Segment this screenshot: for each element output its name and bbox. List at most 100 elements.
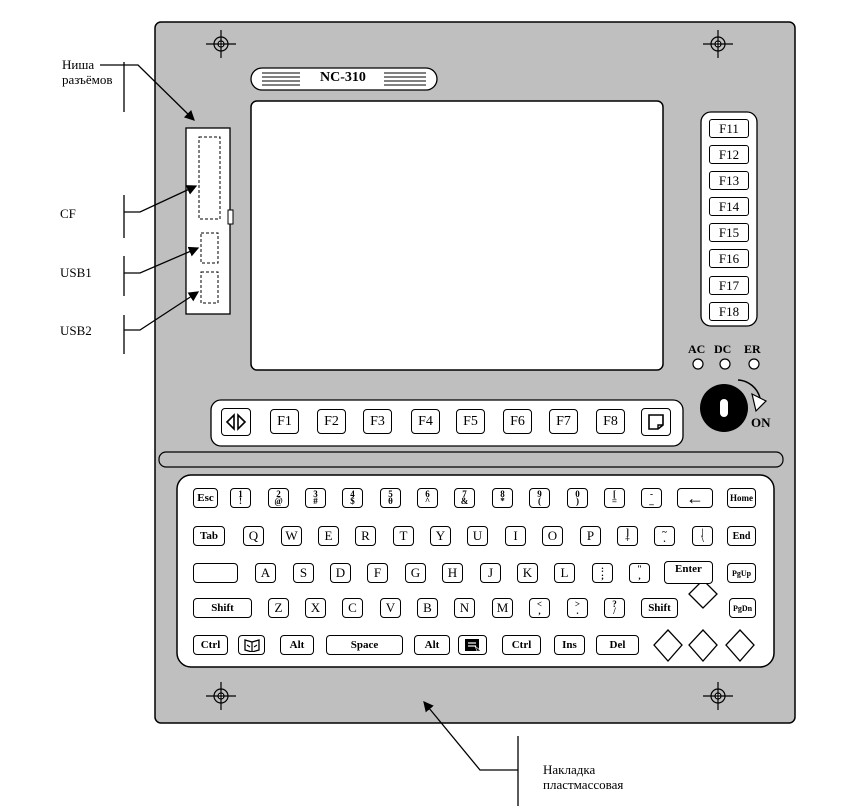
key-ins[interactable]: Ins bbox=[554, 635, 585, 655]
callout-cf: CF bbox=[60, 206, 76, 221]
key-backspace[interactable]: ← bbox=[677, 488, 713, 508]
indicator-ac-label: AC bbox=[688, 342, 706, 356]
key-pgup[interactable]: PgUp bbox=[727, 563, 756, 583]
key-blank-left[interactable] bbox=[193, 563, 238, 583]
split-screen-key[interactable] bbox=[221, 408, 251, 436]
key-q[interactable]: Q bbox=[243, 526, 264, 546]
split-icon bbox=[225, 413, 247, 431]
f11-key[interactable]: F11 bbox=[709, 119, 749, 138]
key-tab[interactable]: Tab bbox=[193, 526, 225, 546]
key-4[interactable]: 4$ bbox=[342, 488, 363, 508]
f6-key[interactable]: F6 bbox=[503, 409, 532, 434]
key-k[interactable]: K bbox=[517, 563, 538, 583]
key-enter[interactable]: Enter bbox=[664, 561, 713, 584]
f15-key[interactable]: F15 bbox=[709, 223, 749, 242]
arrow-down-key bbox=[688, 629, 718, 662]
right-key-frame bbox=[700, 111, 758, 327]
key-alt-left[interactable]: Alt bbox=[280, 635, 314, 655]
f8-key[interactable]: F8 bbox=[596, 409, 625, 434]
key-h[interactable]: H bbox=[442, 563, 463, 583]
key-home[interactable]: Home bbox=[727, 488, 756, 508]
power-on-label: ON bbox=[751, 415, 771, 430]
f1-key[interactable]: F1 bbox=[270, 409, 299, 434]
key-g[interactable]: G bbox=[405, 563, 426, 583]
key-p[interactable]: P bbox=[580, 526, 601, 546]
key-b[interactable]: B bbox=[417, 598, 438, 618]
key-tilde[interactable]: ~. bbox=[654, 526, 675, 546]
key-c[interactable]: C bbox=[342, 598, 363, 618]
key-v[interactable]: V bbox=[380, 598, 401, 618]
key-d[interactable]: D bbox=[330, 563, 351, 583]
key-a[interactable]: A bbox=[255, 563, 276, 583]
key-minus[interactable]: -_ bbox=[641, 488, 662, 508]
key-alt-right[interactable]: Alt bbox=[414, 635, 450, 655]
callout-usb2: USB2 bbox=[60, 323, 92, 338]
callout-usb1: USB1 bbox=[60, 265, 92, 280]
key-space[interactable]: Space bbox=[326, 635, 403, 655]
screw-bottom-left bbox=[206, 682, 236, 710]
key-r[interactable]: R bbox=[355, 526, 376, 546]
key-menu[interactable] bbox=[458, 635, 487, 655]
key-w[interactable]: W bbox=[281, 526, 302, 546]
f14-key[interactable]: F14 bbox=[709, 197, 749, 216]
key-semicolon[interactable]: :; bbox=[592, 563, 613, 583]
key-shift-right[interactable]: Shift bbox=[641, 598, 678, 618]
indicator-leds bbox=[692, 358, 760, 370]
key-backslash[interactable]: |\ bbox=[692, 526, 713, 546]
slot-bar bbox=[158, 451, 784, 468]
f3-key[interactable]: F3 bbox=[363, 409, 392, 434]
f13-key[interactable]: F13 bbox=[709, 171, 749, 190]
key-x[interactable]: X bbox=[305, 598, 326, 618]
key-ctrl-right[interactable]: Ctrl bbox=[502, 635, 541, 655]
f16-key[interactable]: F16 bbox=[709, 249, 749, 268]
f7-key[interactable]: F7 bbox=[549, 409, 578, 434]
key-shift-left[interactable]: Shift bbox=[193, 598, 252, 618]
key-8[interactable]: 8* bbox=[492, 488, 513, 508]
key-3[interactable]: 3# bbox=[305, 488, 326, 508]
key-question[interactable]: ?/ bbox=[604, 598, 625, 618]
key-end[interactable]: End bbox=[727, 526, 756, 546]
key-1[interactable]: 1! bbox=[230, 488, 251, 508]
key-n[interactable]: N bbox=[454, 598, 475, 618]
key-9[interactable]: 9( bbox=[529, 488, 550, 508]
key-o[interactable]: O bbox=[542, 526, 563, 546]
f12-key[interactable]: F12 bbox=[709, 145, 749, 164]
f2-key[interactable]: F2 bbox=[317, 409, 346, 434]
key-bracket-equals[interactable]: [= bbox=[604, 488, 625, 508]
key-0[interactable]: 0) bbox=[567, 488, 588, 508]
f18-key[interactable]: F18 bbox=[709, 302, 749, 321]
key-l[interactable]: L bbox=[554, 563, 575, 583]
f4-key[interactable]: F4 bbox=[411, 409, 440, 434]
key-t[interactable]: T bbox=[393, 526, 414, 546]
display-screen bbox=[250, 100, 664, 371]
callout-connector-niche-line1: Ниша bbox=[62, 57, 95, 72]
key-s[interactable]: S bbox=[293, 563, 314, 583]
page-key[interactable] bbox=[641, 408, 671, 436]
key-esc[interactable]: Esc bbox=[193, 488, 218, 508]
key-z[interactable]: Z bbox=[268, 598, 289, 618]
key-y[interactable]: Y bbox=[430, 526, 451, 546]
arrow-left-key bbox=[653, 629, 683, 662]
f17-key[interactable]: F17 bbox=[709, 276, 749, 295]
key-less-than[interactable]: <, bbox=[529, 598, 550, 618]
key-7[interactable]: 7& bbox=[454, 488, 475, 508]
callout-overlay-line2: пластмассовая bbox=[543, 777, 624, 792]
key-m[interactable]: M bbox=[492, 598, 513, 618]
key-j[interactable]: J bbox=[480, 563, 501, 583]
key-bracket-plus[interactable]: ]+ bbox=[617, 526, 638, 546]
key-u[interactable]: U bbox=[467, 526, 488, 546]
key-language[interactable] bbox=[238, 635, 265, 655]
key-f[interactable]: F bbox=[367, 563, 388, 583]
key-6[interactable]: 6^ bbox=[417, 488, 438, 508]
key-del[interactable]: Del bbox=[596, 635, 639, 655]
key-pgdn[interactable]: PgDn bbox=[729, 598, 756, 618]
leader-niche bbox=[100, 64, 195, 121]
key-ctrl-left[interactable]: Ctrl bbox=[193, 635, 228, 655]
key-quote[interactable]: ", bbox=[629, 563, 650, 583]
key-e[interactable]: E bbox=[318, 526, 339, 546]
key-2[interactable]: 2@ bbox=[268, 488, 289, 508]
f5-key[interactable]: F5 bbox=[456, 409, 485, 434]
key-i[interactable]: I bbox=[505, 526, 526, 546]
key-greater-than[interactable]: >. bbox=[567, 598, 588, 618]
